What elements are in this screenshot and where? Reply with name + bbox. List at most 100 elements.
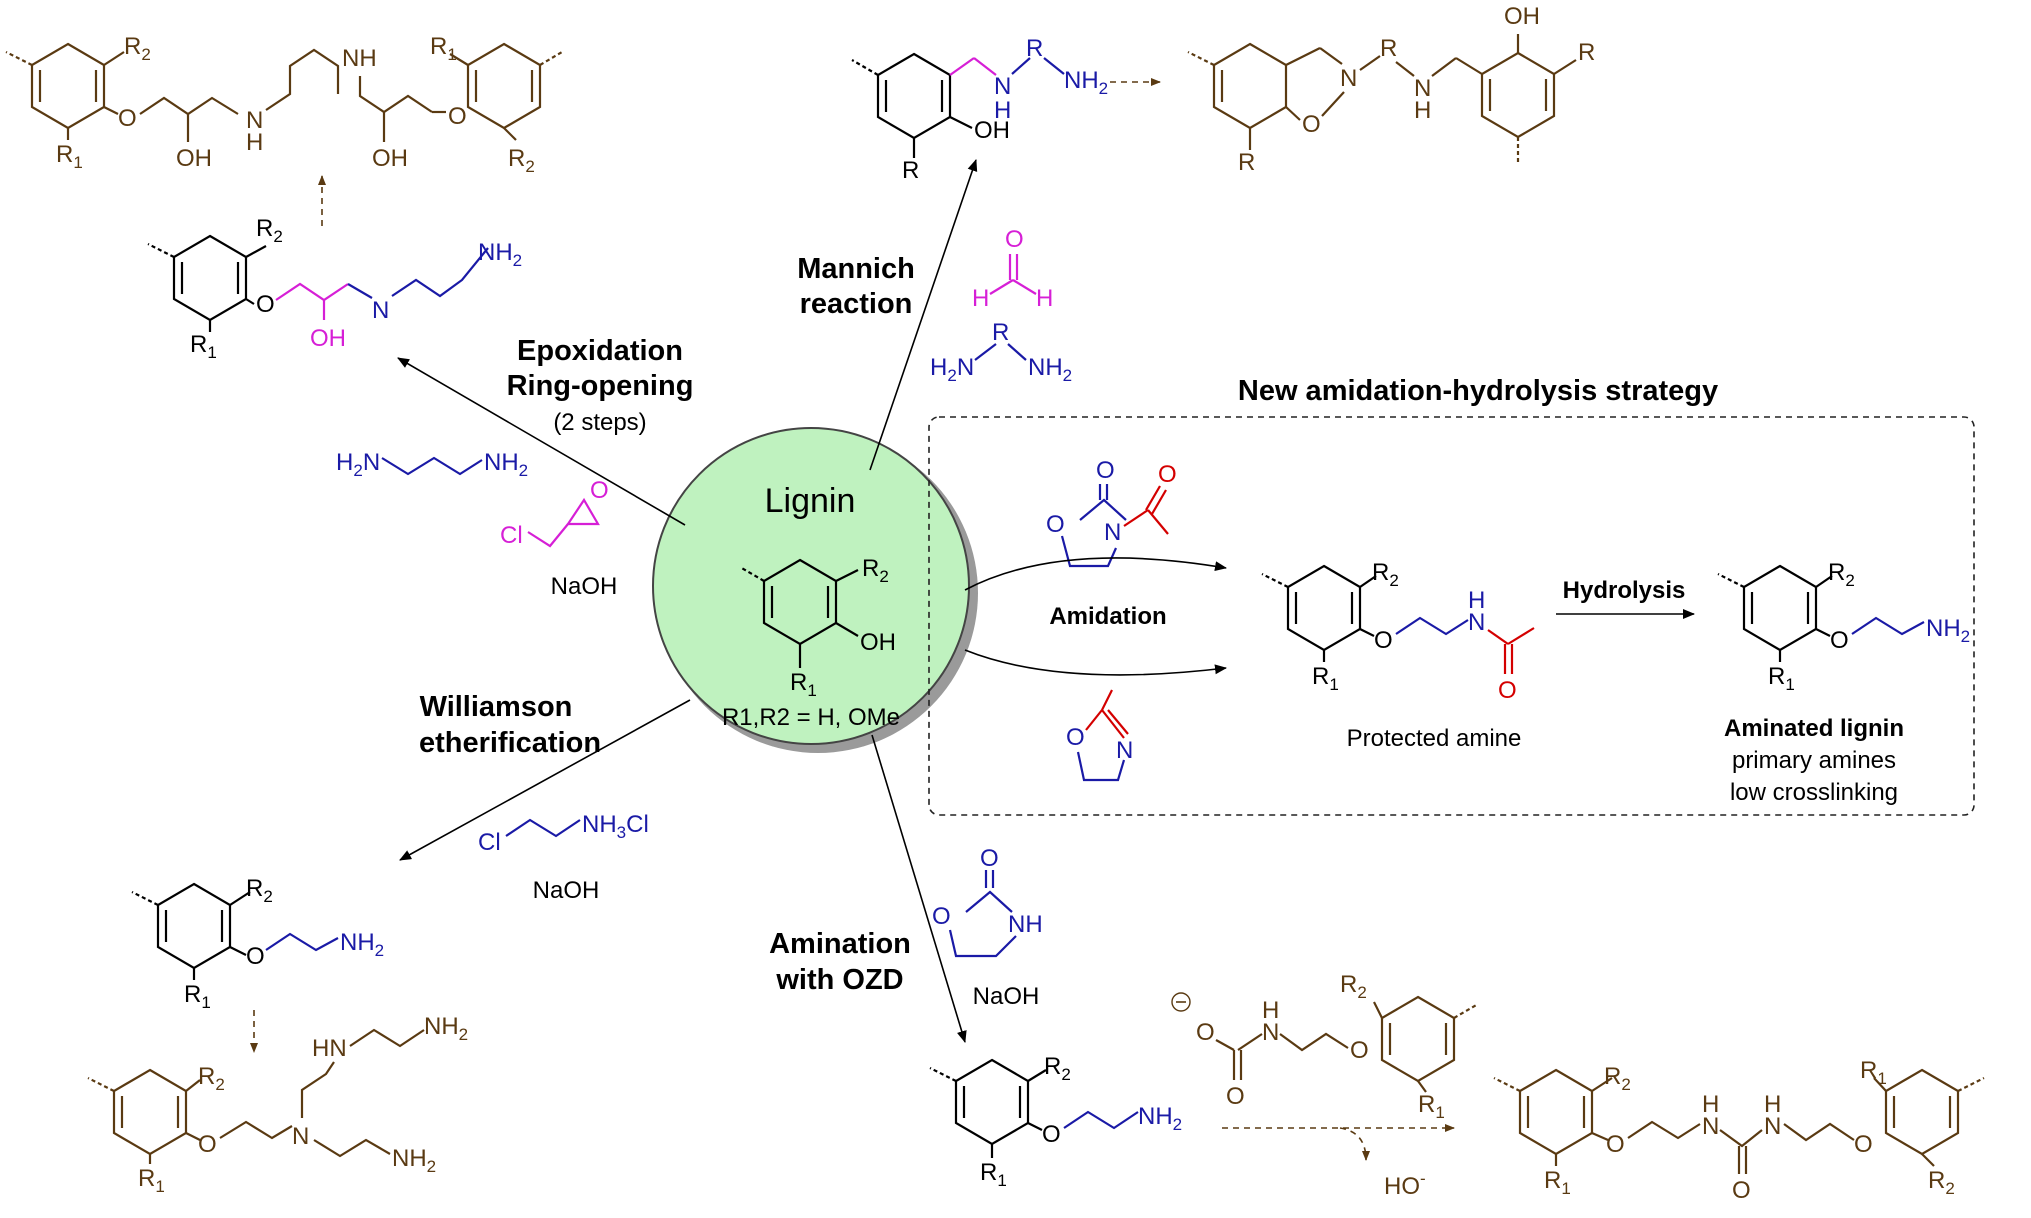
- svg-text:O: O: [1606, 1131, 1625, 1158]
- svg-text:H: H: [1036, 285, 1053, 312]
- svg-text:Cl: Cl: [478, 829, 501, 856]
- epoxidation-label-1: Epoxidation: [517, 335, 683, 367]
- svg-text:NH2: NH2: [392, 1145, 436, 1176]
- svg-text:O: O: [448, 103, 467, 130]
- svg-text:O: O: [590, 477, 609, 504]
- hydroxide-label: HO-: [1384, 1169, 1426, 1200]
- svg-text:R2: R2: [1372, 559, 1399, 590]
- epoxidation-intermediate: R2 R1 O OH N H . NH2: [147, 215, 522, 362]
- svg-text:O: O: [1096, 457, 1115, 484]
- svg-text:H: H: [972, 285, 989, 312]
- svg-text:OH: OH: [372, 145, 408, 172]
- svg-text:O: O: [1854, 1131, 1873, 1158]
- svg-text:OH: OH: [974, 117, 1010, 144]
- svg-text:H2N: H2N: [930, 354, 974, 385]
- svg-text:O: O: [1830, 627, 1849, 654]
- svg-text:N: N: [1702, 1113, 1719, 1140]
- williamson-base: NaOH: [533, 877, 600, 904]
- svg-text:R2: R2: [1928, 1167, 1955, 1198]
- svg-text:N: N: [1104, 519, 1121, 546]
- svg-text:O: O: [980, 845, 999, 872]
- diaminopropane: H2N NH2: [336, 449, 528, 480]
- ozd-arrow: [871, 734, 967, 1043]
- svg-text:NH3Cl: NH3Cl: [582, 811, 649, 842]
- svg-text:O: O: [1732, 1177, 1751, 1204]
- formaldehyde: O H H: [972, 226, 1053, 312]
- svg-text:O: O: [1350, 1037, 1369, 1064]
- svg-text:NH2: NH2: [340, 929, 384, 960]
- ozd-label-1: Amination: [769, 928, 911, 960]
- svg-text:R2: R2: [256, 215, 283, 246]
- svg-text:NH2: NH2: [1926, 615, 1970, 646]
- williamson-arrow: [399, 699, 691, 861]
- svg-text:H: H: [1764, 1091, 1781, 1118]
- svg-text:NH2: NH2: [1028, 354, 1072, 385]
- svg-text:R2: R2: [1604, 1063, 1631, 1094]
- epichlorohydrin: Cl O: [500, 477, 609, 549]
- carbamate-intermediate: O O N H O R2 R1: [1171, 971, 1479, 1122]
- svg-text:R2: R2: [1340, 971, 1367, 1002]
- svg-text:R1: R1: [980, 1159, 1007, 1190]
- svg-text:NH: NH: [342, 45, 377, 72]
- oxazolidinone-reagent: O O NH: [932, 845, 1043, 958]
- svg-text:R: R: [1578, 39, 1595, 66]
- svg-text:N: N: [1116, 737, 1133, 764]
- amidation-label: Amidation: [1049, 603, 1166, 630]
- svg-text:R1: R1: [190, 331, 217, 362]
- svg-text:O: O: [1158, 461, 1177, 488]
- methyl-oxazoline: O N: [1066, 689, 1133, 782]
- svg-text:OH: OH: [310, 325, 346, 352]
- svg-text:N: N: [246, 107, 263, 134]
- mannich-label-2: reaction: [800, 288, 913, 320]
- williamson-label-1: Williamson: [420, 691, 573, 723]
- svg-text:H: H: [1468, 587, 1485, 614]
- svg-text:O: O: [246, 943, 265, 970]
- svg-text:O: O: [118, 105, 137, 132]
- epoxidation-base: NaOH: [551, 573, 618, 600]
- svg-text:OH: OH: [860, 629, 896, 656]
- svg-text:N: N: [372, 297, 389, 324]
- chloroethylamine: Cl NH3Cl: [478, 811, 649, 856]
- epoxidation-note: (2 steps): [553, 409, 646, 436]
- ozd-base: NaOH: [973, 983, 1040, 1010]
- svg-text:N: N: [994, 73, 1011, 100]
- svg-text:O: O: [1066, 724, 1085, 751]
- hydrolysis-label: Hydrolysis: [1563, 577, 1686, 604]
- epoxidation-arrow: [397, 357, 686, 526]
- svg-text:R2: R2: [1828, 559, 1855, 590]
- svg-text:H: H: [1702, 1091, 1719, 1118]
- svg-text:R: R: [992, 319, 1009, 346]
- svg-text:NH: NH: [1008, 911, 1043, 938]
- svg-text:R1: R1: [1544, 1167, 1571, 1198]
- svg-text:NH2: NH2: [1138, 1103, 1182, 1134]
- svg-text:O: O: [1374, 627, 1393, 654]
- svg-text:HN: HN: [312, 1035, 347, 1062]
- strategy-title: New amidation-hydrolysis strategy: [1238, 375, 1718, 407]
- svg-text:N: N: [1414, 75, 1431, 102]
- svg-text:R1: R1: [56, 141, 83, 172]
- svg-text:R2: R2: [124, 33, 151, 64]
- aminated-lignin-note-2: low crosslinking: [1730, 779, 1898, 806]
- svg-text:R1: R1: [1860, 1057, 1887, 1088]
- aminated-lignin: R2 R1 O NH2: [1717, 559, 1970, 694]
- svg-text:NH2: NH2: [424, 1013, 468, 1044]
- svg-text:O: O: [1302, 111, 1321, 138]
- svg-text:O: O: [256, 291, 275, 318]
- svg-text:R2: R2: [1044, 1053, 1071, 1084]
- svg-text:R1: R1: [1312, 663, 1339, 694]
- protected-amine-label: Protected amine: [1347, 725, 1522, 752]
- diamine-reagent: H2N R NH2: [930, 319, 1072, 385]
- ozd-product: R2 R1 O NH2: [929, 1053, 1182, 1190]
- protected-amine: R2 R1 O N H O: [1261, 559, 1535, 704]
- svg-text:R1: R1: [430, 33, 457, 64]
- svg-text:R2: R2: [198, 1063, 225, 1094]
- svg-text:H: H: [1262, 997, 1279, 1024]
- svg-text:R: R: [1238, 149, 1255, 176]
- svg-text:O: O: [932, 903, 951, 930]
- svg-text:Cl: Cl: [500, 522, 523, 549]
- svg-text:NH2: NH2: [1064, 67, 1108, 98]
- svg-text:N: N: [1468, 609, 1485, 636]
- mannich-arrow: [869, 159, 978, 471]
- svg-text:R: R: [1380, 35, 1397, 62]
